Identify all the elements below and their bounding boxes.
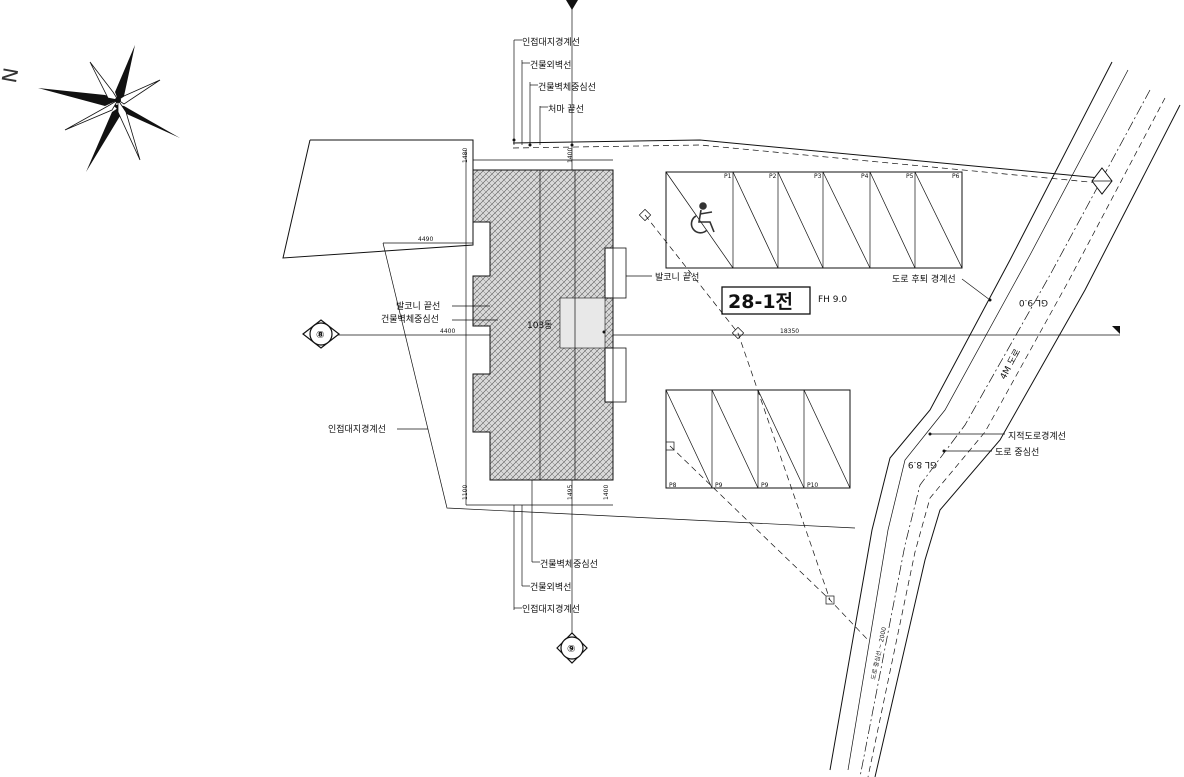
- road-center-note: 도로 중심선 ~ 2000: [869, 626, 888, 680]
- dim-1100: 1100: [462, 485, 469, 500]
- label-road-center: 도로 중심선: [995, 447, 1039, 458]
- axis-arrow-icon: [1112, 326, 1120, 334]
- road-4m: [829, 61, 1181, 777]
- gl-top: GL 9.0: [1019, 297, 1048, 307]
- parking-p9b: P9: [761, 482, 769, 489]
- parking-p4: P4: [861, 173, 869, 180]
- parking-p9a: P9: [715, 482, 723, 489]
- label-building-outline-bottom: 건물외벽선: [530, 581, 571, 593]
- building-103: [472, 169, 627, 481]
- north-label: N: [0, 66, 23, 85]
- parking-bottom-row: [665, 389, 851, 489]
- dim-1400-bottom: 1400: [603, 485, 610, 500]
- drainage-pipe-line: [512, 139, 1101, 179]
- building-name: 103동: [527, 320, 552, 331]
- section-marker-left: ⑧: [302, 319, 340, 349]
- label-road-setback: 도로 후퇴 경계선: [892, 273, 956, 285]
- label-wall-center-bottom: 건물벽체중심선: [540, 559, 598, 570]
- label-eave-line: 처마 끝선: [548, 103, 584, 115]
- wheelchair-icon: [690, 202, 715, 234]
- parking-p8: P8: [669, 482, 677, 489]
- label-balcony-left: 발코니 끝선: [396, 301, 440, 312]
- adjacent-lot-boundary-line: [382, 242, 856, 529]
- parking-p10: P10: [807, 482, 818, 489]
- label-building-outline-top: 건물외벽선: [530, 59, 571, 71]
- label-wall-center-left: 건물벽체중심선: [381, 314, 439, 325]
- parking-p2: P2: [769, 173, 777, 180]
- dim-1400-top: 1400: [567, 148, 574, 163]
- label-wall-center-top: 건물벽체중심선: [538, 82, 596, 93]
- compass-rose-icon: [38, 45, 180, 172]
- label-adjacent-boundary-top: 인접대지경계선: [522, 36, 580, 48]
- parking-p3: P3: [814, 173, 822, 180]
- section-marker-bottom: ⑨: [556, 632, 588, 664]
- label-adjacent-boundary-bottom: 인접대지경계선: [522, 603, 580, 615]
- parking-p5: P5: [906, 173, 914, 180]
- road-name: 4M 도로: [999, 348, 1023, 382]
- dim-4400: 4400: [440, 328, 455, 335]
- label-balcony-right: 발코니 끝선: [655, 272, 699, 283]
- gl-bottom: GL 8.9: [908, 459, 937, 469]
- lot-title-box: [721, 286, 811, 315]
- parking-p1: P1: [724, 173, 732, 180]
- dim-4490: 4490: [418, 236, 433, 243]
- pipe-end-marker-icon: [1091, 167, 1113, 195]
- lot-title: 28-1전: [728, 291, 793, 313]
- dim-1495: 1495: [567, 485, 574, 500]
- label-adjacent-boundary-left: 인접대지경계선: [328, 423, 386, 435]
- fh-label: FH 9.0: [818, 295, 847, 305]
- site-boundary-line: [282, 139, 474, 259]
- dim-1480: 1480: [462, 148, 469, 163]
- axis-arrow-icon: [566, 0, 578, 10]
- svg-text:⑨: ⑨: [567, 644, 575, 655]
- parking-top-row: [665, 171, 963, 269]
- survey-line: [644, 214, 869, 641]
- parking-p6: P6: [952, 173, 960, 180]
- label-cadastral-road: 지적도로경계선: [1008, 430, 1066, 442]
- svg-text:⑧: ⑧: [316, 330, 324, 341]
- dim-18350: 18350: [780, 328, 799, 335]
